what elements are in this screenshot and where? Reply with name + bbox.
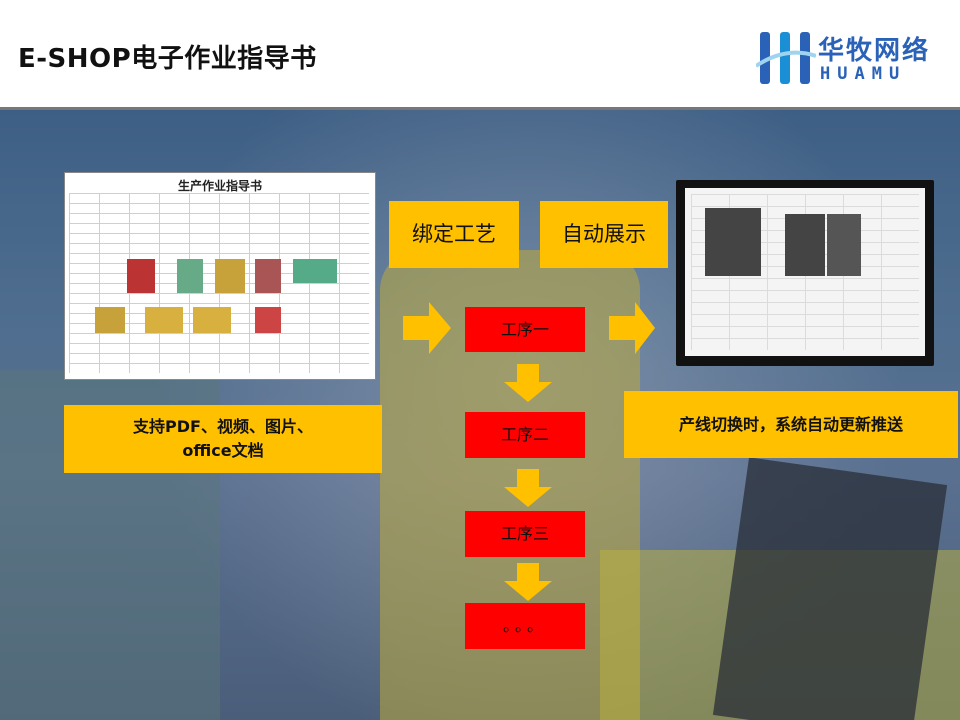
auto-update-label: 产线切换时，系统自动更新推送 — [624, 391, 958, 458]
support-formats-line2: office文档 — [182, 441, 264, 460]
arrow-right-icon — [403, 302, 451, 354]
company-logo: 华牧网络 HUAMU — [754, 26, 946, 90]
arrow-down-icon — [504, 563, 552, 601]
display-monitor-image — [676, 180, 934, 366]
support-formats-line1: 支持PDF、视频、图片、 — [133, 417, 313, 436]
support-formats-label: 支持PDF、视频、图片、 office文档 — [64, 405, 382, 473]
header-bar: E-SHOP电子作业指导书 华牧网络 HUAMU — [0, 0, 960, 108]
auto-display-button[interactable]: 自动展示 — [540, 201, 668, 268]
arrow-down-icon — [504, 469, 552, 507]
arrow-down-icon — [504, 364, 552, 402]
huamu-logo-icon — [754, 32, 817, 84]
step-more-button[interactable]: 。。。 — [465, 603, 585, 649]
work-instruction-document-image: 生产作业指导书 — [64, 172, 376, 380]
step-1-button[interactable]: 工序一 — [465, 307, 585, 352]
step-3-button[interactable]: 工序三 — [465, 511, 585, 557]
logo-name: 华牧网络 — [818, 36, 931, 66]
page-title: E-SHOP电子作业指导书 — [18, 44, 317, 74]
step-2-button[interactable]: 工序二 — [465, 412, 585, 458]
document-title: 生产作业指导书 — [177, 179, 262, 193]
logo-subtitle: HUAMU — [820, 64, 907, 84]
header-divider — [0, 107, 960, 110]
bind-process-button[interactable]: 绑定工艺 — [389, 201, 519, 268]
arrow-right-icon — [609, 302, 655, 354]
